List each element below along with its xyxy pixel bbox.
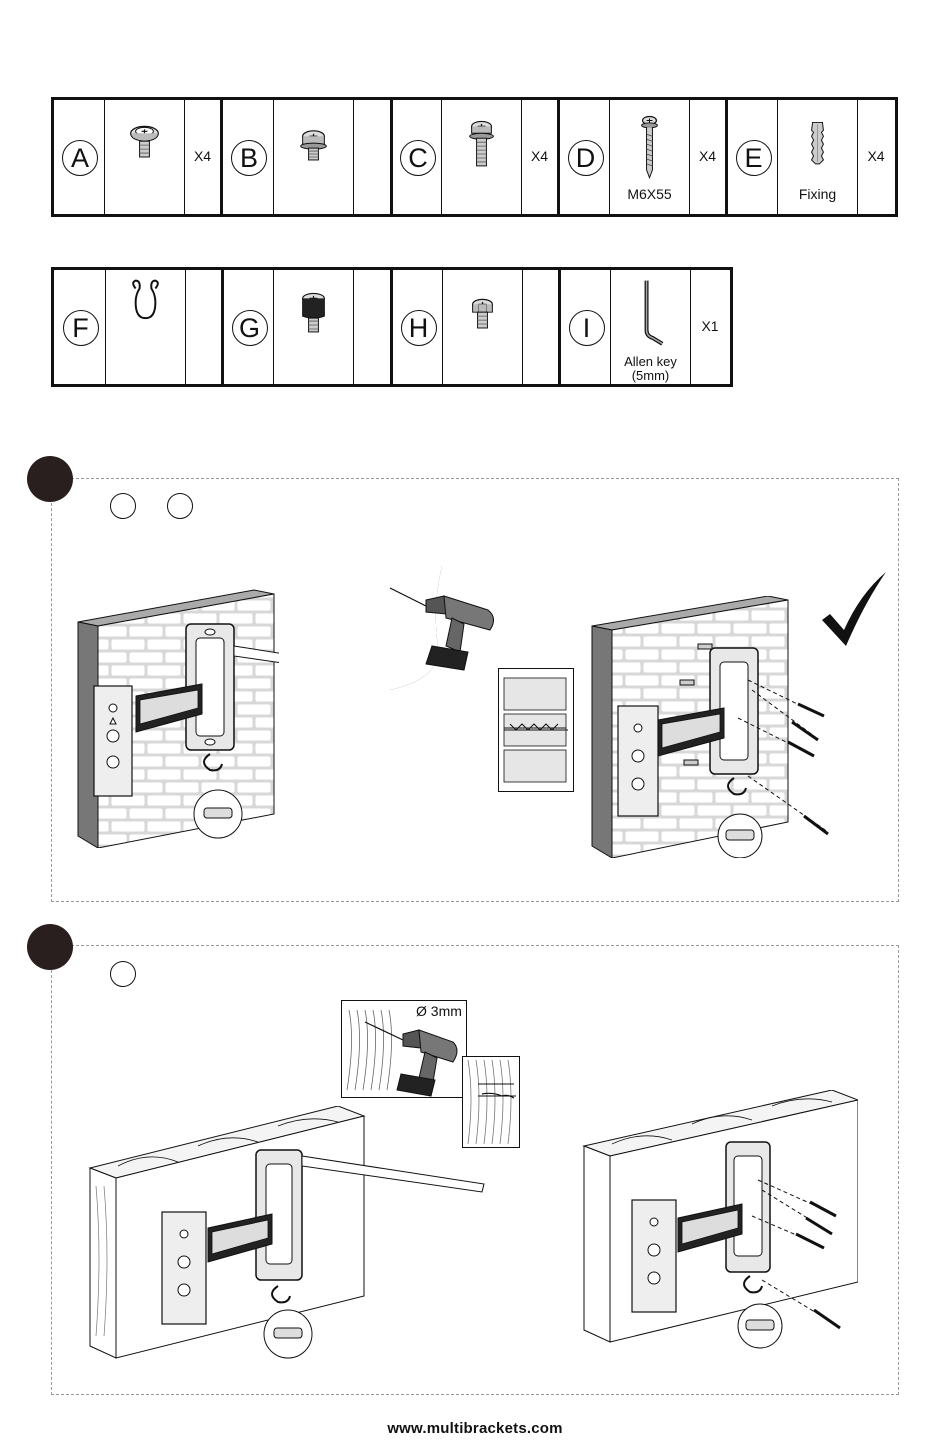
part-a-qty-cell: X4 xyxy=(185,100,223,214)
part-c-qty-cell: X4 xyxy=(522,100,560,214)
part-h-qty-cell xyxy=(523,270,561,384)
part-i-letter-cell: I xyxy=(561,270,611,384)
part-d-label: M6X55 xyxy=(610,186,689,202)
part-g-letter-cell: G xyxy=(224,270,274,384)
part-a-letter: A xyxy=(62,140,98,176)
part-d-qty-cell: X4 xyxy=(690,100,728,214)
part-d-image-cell: M6X55 xyxy=(610,100,690,214)
wood-wall-screws-illustration xyxy=(582,1090,858,1360)
part-i-label-line2: (5mm) xyxy=(611,368,690,383)
checkmark-icon xyxy=(820,570,890,646)
parts-table-row1: A X4 B C xyxy=(51,97,898,217)
part-d-letter: D xyxy=(568,140,604,176)
part-h-letter: H xyxy=(401,310,437,346)
step1-part-ref-2 xyxy=(167,493,193,519)
brick-wall-screws-illustration xyxy=(588,596,842,858)
part-c-letter-cell: C xyxy=(393,100,442,214)
part-h-letter-cell: H xyxy=(393,270,443,384)
drill-brick-inset xyxy=(360,566,512,690)
step2-marker xyxy=(27,924,73,970)
part-f-letter: F xyxy=(63,310,99,346)
drill-size-label: Ø 3mm xyxy=(416,1003,462,1019)
part-a-qty: X4 xyxy=(185,148,220,164)
part-d-qty: X4 xyxy=(690,148,725,164)
part-f-qty-cell xyxy=(186,270,224,384)
part-i-label-line1: Allen key xyxy=(611,354,690,369)
part-b-letter-cell: B xyxy=(223,100,274,214)
part-f-image-cell xyxy=(106,270,186,384)
part-e-qty: X4 xyxy=(858,148,894,164)
part-i-qty-cell: X1 xyxy=(691,270,729,384)
brick-wall-bracket-illustration xyxy=(74,586,279,848)
part-c-letter: C xyxy=(400,140,436,176)
part-i-qty: X1 xyxy=(691,318,729,334)
part-e-letter-cell: E xyxy=(728,100,778,214)
screw-b-icon xyxy=(274,100,353,214)
cable-clip-f-icon xyxy=(106,270,185,384)
part-c-image-cell xyxy=(442,100,522,214)
part-g-qty-cell xyxy=(354,270,393,384)
step1-part-ref-1 xyxy=(110,493,136,519)
part-a-letter-cell: A xyxy=(54,100,105,214)
part-h-image-cell xyxy=(443,270,523,384)
thumb-screw-g-icon xyxy=(274,270,353,384)
part-g-image-cell xyxy=(274,270,354,384)
step1-marker xyxy=(27,456,73,502)
footer-url[interactable]: www.multibrackets.com xyxy=(0,1420,950,1437)
hex-bolt-h-icon xyxy=(443,270,522,384)
part-b-letter: B xyxy=(231,140,267,176)
part-d-letter-cell: D xyxy=(560,100,610,214)
part-e-letter: E xyxy=(736,140,772,176)
part-g-letter: G xyxy=(232,310,268,346)
part-b-qty-cell xyxy=(354,100,393,214)
part-f-letter-cell: F xyxy=(54,270,106,384)
screw-c-icon xyxy=(442,100,521,214)
bolt-a-icon xyxy=(105,100,184,214)
part-a-image-cell xyxy=(105,100,185,214)
part-b-image-cell xyxy=(274,100,354,214)
part-e-qty-cell: X4 xyxy=(858,100,894,214)
part-i-letter: I xyxy=(569,310,605,346)
part-e-label: Fixing xyxy=(778,186,857,202)
part-i-image-cell: Allen key (5mm) xyxy=(611,270,691,384)
parts-table-row2: F G H xyxy=(51,267,733,387)
wall-plug-inset xyxy=(498,668,574,792)
part-e-image-cell: Fixing xyxy=(778,100,858,214)
step2-part-ref xyxy=(110,961,136,987)
wood-wall-bracket-illustration xyxy=(88,1106,488,1366)
part-c-qty: X4 xyxy=(522,148,557,164)
